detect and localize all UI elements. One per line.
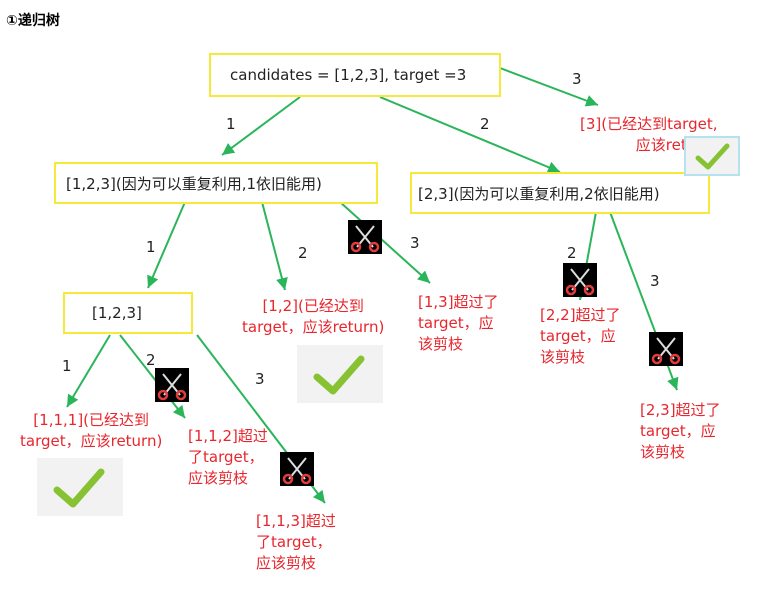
edge-label-n11-r112: 2 xyxy=(146,351,156,369)
scissors-icon xyxy=(155,368,189,402)
node-1-1: [1,2,3] xyxy=(63,292,193,334)
result-1-1-3: [1,1,3]超过 了target， 应该剪枝 xyxy=(256,512,336,572)
result-1-2: [1,2](已经达到 target，应该return) xyxy=(242,297,385,336)
node-1: [1,2,3](因为可以重复利用,1依旧能用) xyxy=(54,162,378,204)
check-icon xyxy=(684,136,740,176)
edge-label-root-n1: 1 xyxy=(226,115,236,133)
edge-label-n1-n11: 1 xyxy=(146,238,156,256)
root-node: candidates = [1,2,3], target =3 xyxy=(209,53,501,97)
result-1-3: [1,3]超过了 target，应 该剪枝 xyxy=(418,293,499,353)
edge-label-root-r3: 3 xyxy=(572,70,582,88)
scissors-icon xyxy=(348,220,382,254)
edge-n11-r112 xyxy=(119,334,186,419)
edge-label-root-n2: 2 xyxy=(480,115,490,133)
edge-root-r3 xyxy=(499,67,599,107)
result-1-1-1: [1,1,1](已经达到 target，应该return) xyxy=(20,411,163,450)
edge-label-n1-r13: 3 xyxy=(410,234,420,252)
edge-label-n2-r23: 3 xyxy=(650,272,660,290)
edge-label-n2-r22: 2 xyxy=(567,244,577,262)
scissors-icon xyxy=(649,332,683,366)
node-1-1-label: [1,2,3] xyxy=(92,304,142,322)
edge-n1-r12 xyxy=(261,201,288,291)
edge-label-n1-r12: 2 xyxy=(298,244,308,262)
result-2-2: [2,2]超过了 target，应 该剪枝 xyxy=(540,306,621,366)
node-2-label: [2,3](因为可以重复利用,2依旧能用) xyxy=(418,184,660,203)
node-1-label: [1,2,3](因为可以重复利用,1依旧能用) xyxy=(66,174,322,193)
edge-label-n11-r113: 3 xyxy=(255,370,265,388)
node-2: [2,3](因为可以重复利用,2依旧能用) xyxy=(410,172,710,214)
edge-root-n1 xyxy=(221,96,301,156)
result-1-1-2: [1,1,2]超过 了target， 应该剪枝 xyxy=(188,427,268,487)
edge-label-n11-r111: 1 xyxy=(62,357,72,375)
edge-root-n2 xyxy=(379,96,561,173)
section-heading: ①递归树 xyxy=(6,13,60,29)
edge-n11-r111 xyxy=(66,334,111,408)
scissors-icon xyxy=(563,263,597,297)
scissors-icon xyxy=(280,452,314,486)
check-icon xyxy=(297,345,383,403)
check-icon xyxy=(37,458,123,516)
root-node-label: candidates = [1,2,3], target =3 xyxy=(230,66,467,84)
result-2-3: [2,3]超过了 target，应 该剪枝 xyxy=(640,401,721,461)
edge-n1-r13 xyxy=(339,201,431,284)
edge-n1-n11 xyxy=(147,201,186,289)
